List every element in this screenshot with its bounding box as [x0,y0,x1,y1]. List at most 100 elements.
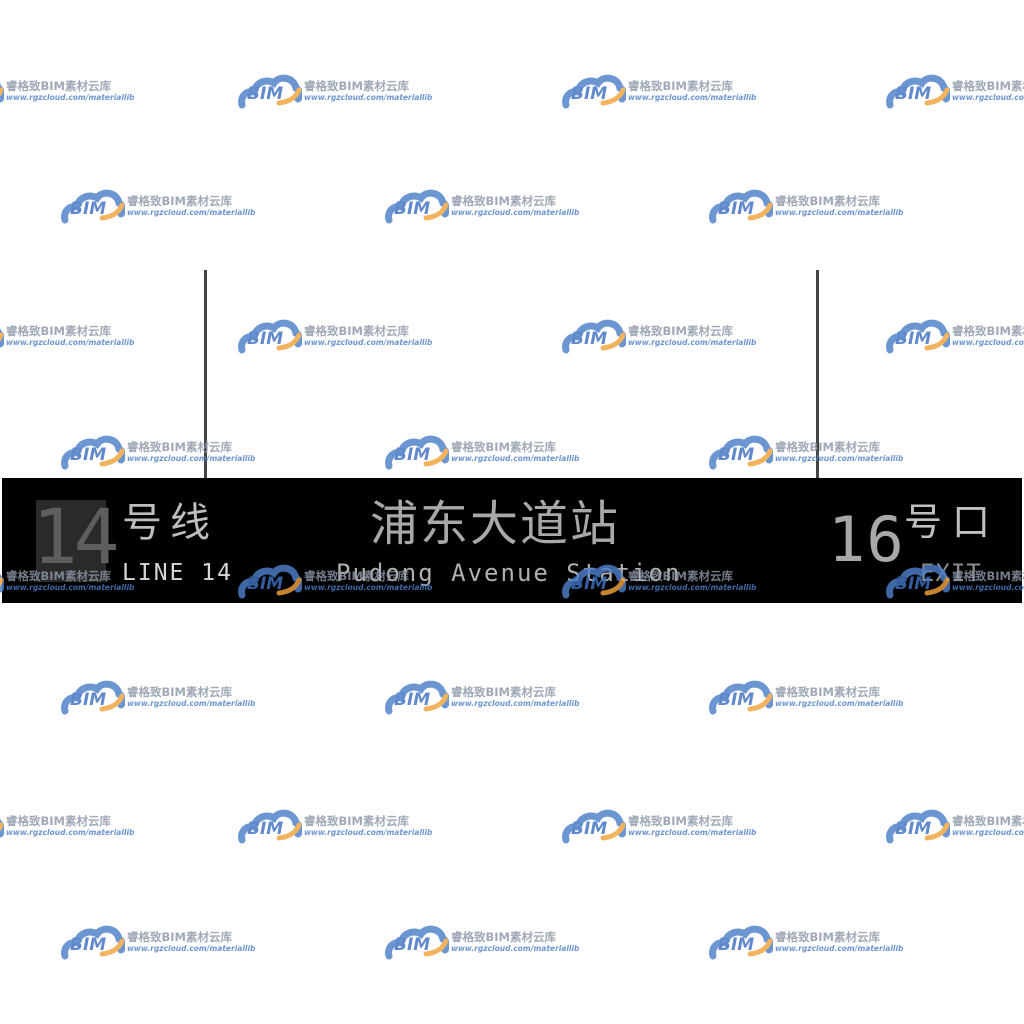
watermark-logo-text: BIM [70,199,107,219]
watermark: BIM 睿格致BIM素材云库 www.rgzcloud.com/material… [61,922,255,960]
watermark-logo-text: BIM [718,935,755,955]
watermark-logo-text: BIM [394,935,431,955]
watermark: BIM 睿格致BIM素材云库 www.rgzcloud.com/material… [709,922,903,960]
sign-suspension-rod-right [816,270,819,480]
watermark-title: 睿格致BIM素材云库 [628,79,733,93]
watermark-url: www.rgzcloud.com/materiallib [127,454,256,463]
watermark-url: www.rgzcloud.com/materiallib [6,93,135,102]
watermark: BIM 睿格致BIM素材云库 www.rgzcloud.com/material… [61,432,255,470]
watermark-title: 睿格致BIM素材云库 [451,685,556,699]
watermark-url: www.rgzcloud.com/materiallib [127,944,256,953]
cloud-logo-icon: BIM [562,806,626,844]
watermark-url: www.rgzcloud.com/materiallib [304,93,433,102]
watermark-title: 睿格致BIM素材云库 [628,324,733,338]
line-number: 14 [32,492,119,581]
watermark-logo-text: BIM [247,819,284,839]
watermark-url: www.rgzcloud.com/materiallib [451,944,580,953]
watermark: BIM 睿格致BIM素材云库 www.rgzcloud.com/material… [385,186,579,224]
sign-suspension-rod-left [204,270,207,480]
watermark: BIM 睿格致BIM素材云库 www.rgzcloud.com/material… [886,806,1024,844]
watermark-logo-text: BIM [895,329,932,349]
exit-number: 16 [828,503,905,576]
watermark-title: 睿格致BIM素材云库 [451,930,556,944]
cloud-logo-icon: BIM [385,922,449,960]
watermark: BIM 睿格致BIM素材云库 www.rgzcloud.com/material… [238,806,432,844]
cloud-logo-icon: BIM [886,806,950,844]
cloud-logo-icon: BIM [238,316,302,354]
watermark-url: www.rgzcloud.com/materiallib [628,93,757,102]
watermark: BIM 睿格致BIM素材云库 www.rgzcloud.com/material… [0,71,134,109]
watermark-title: 睿格致BIM素材云库 [6,814,111,828]
watermark: BIM 睿格致BIM素材云库 www.rgzcloud.com/material… [238,71,432,109]
watermark-title: 睿格致BIM素材云库 [952,79,1024,93]
watermark-url: www.rgzcloud.com/materiallib [952,93,1024,102]
cloud-logo-icon: BIM [562,316,626,354]
watermark-logo-text: BIM [394,199,431,219]
watermark-url: www.rgzcloud.com/materiallib [6,828,135,837]
watermark-title: 睿格致BIM素材云库 [952,324,1024,338]
cloud-logo-icon: BIM [0,806,4,844]
watermark-logo-text: BIM [718,690,755,710]
watermark-url: www.rgzcloud.com/materiallib [952,828,1024,837]
watermark-title: 睿格致BIM素材云库 [775,440,880,454]
cloud-logo-icon: BIM [886,316,950,354]
watermark-url: www.rgzcloud.com/materiallib [304,338,433,347]
watermark-url: www.rgzcloud.com/materiallib [775,699,904,708]
watermark-title: 睿格致BIM素材云库 [451,194,556,208]
watermark-title: 睿格致BIM素材云库 [304,324,409,338]
watermark: BIM 睿格致BIM素材云库 www.rgzcloud.com/material… [238,316,432,354]
watermark-title: 睿格致BIM素材云库 [6,79,111,93]
watermark: BIM 睿格致BIM素材云库 www.rgzcloud.com/material… [385,432,579,470]
watermark-title: 睿格致BIM素材云库 [628,814,733,828]
cloud-logo-icon: BIM [709,677,773,715]
cloud-logo-icon: BIM [61,186,125,224]
cloud-logo-icon: BIM [709,186,773,224]
watermark: BIM 睿格致BIM素材云库 www.rgzcloud.com/material… [0,316,134,354]
watermark-title: 睿格致BIM素材云库 [127,930,232,944]
station-name-en: Pudong Avenue Station [336,559,682,587]
watermark-logo-text: BIM [895,84,932,104]
cloud-logo-icon: BIM [0,71,4,109]
watermark-logo-text: BIM [70,445,107,465]
watermark: BIM 睿格致BIM素材云库 www.rgzcloud.com/material… [709,432,903,470]
watermark-title: 睿格致BIM素材云库 [127,685,232,699]
watermark: BIM 睿格致BIM素材云库 www.rgzcloud.com/material… [709,186,903,224]
watermark: BIM 睿格致BIM素材云库 www.rgzcloud.com/material… [0,806,134,844]
watermark-logo-text: BIM [394,445,431,465]
watermark: BIM 睿格致BIM素材云库 www.rgzcloud.com/material… [562,316,756,354]
watermark-url: www.rgzcloud.com/materiallib [127,208,256,217]
watermark-title: 睿格致BIM素材云库 [127,440,232,454]
watermark-url: www.rgzcloud.com/materiallib [304,828,433,837]
watermark-url: www.rgzcloud.com/materiallib [6,338,135,347]
watermark-title: 睿格致BIM素材云库 [127,194,232,208]
line-badge [36,500,106,582]
watermark-url: www.rgzcloud.com/materiallib [451,454,580,463]
cloud-logo-icon: BIM [61,677,125,715]
station-sign: 14 号线 LINE 14 浦东大道站 Pudong Avenue Statio… [2,478,1022,603]
watermark-url: www.rgzcloud.com/materiallib [952,338,1024,347]
watermark-logo-text: BIM [571,84,608,104]
line-label-en: LINE 14 [122,560,233,586]
cloud-logo-icon: BIM [385,432,449,470]
station-name-zh: 浦东大道站 [370,496,621,552]
line-label-zh: 号线 [122,500,218,546]
watermark: BIM 睿格致BIM素材云库 www.rgzcloud.com/material… [61,186,255,224]
cloud-logo-icon: BIM [238,806,302,844]
watermark-title: 睿格致BIM素材云库 [775,930,880,944]
watermark-title: 睿格致BIM素材云库 [775,194,880,208]
cloud-logo-icon: BIM [385,186,449,224]
watermark-url: www.rgzcloud.com/materiallib [775,944,904,953]
watermark-logo-text: BIM [718,199,755,219]
cloud-logo-icon: BIM [61,922,125,960]
exit-label-zh: 号口 [904,500,1001,544]
watermark: BIM 睿格致BIM素材云库 www.rgzcloud.com/material… [886,316,1024,354]
watermark: BIM 睿格致BIM素材云库 www.rgzcloud.com/material… [709,677,903,715]
watermark-title: 睿格致BIM素材云库 [6,324,111,338]
watermark-logo-text: BIM [571,329,608,349]
watermark-title: 睿格致BIM素材云库 [304,814,409,828]
cloud-logo-icon: BIM [886,71,950,109]
watermark-url: www.rgzcloud.com/materiallib [628,828,757,837]
watermark-logo-text: BIM [718,445,755,465]
watermark-url: www.rgzcloud.com/materiallib [775,454,904,463]
watermark-logo-text: BIM [70,690,107,710]
